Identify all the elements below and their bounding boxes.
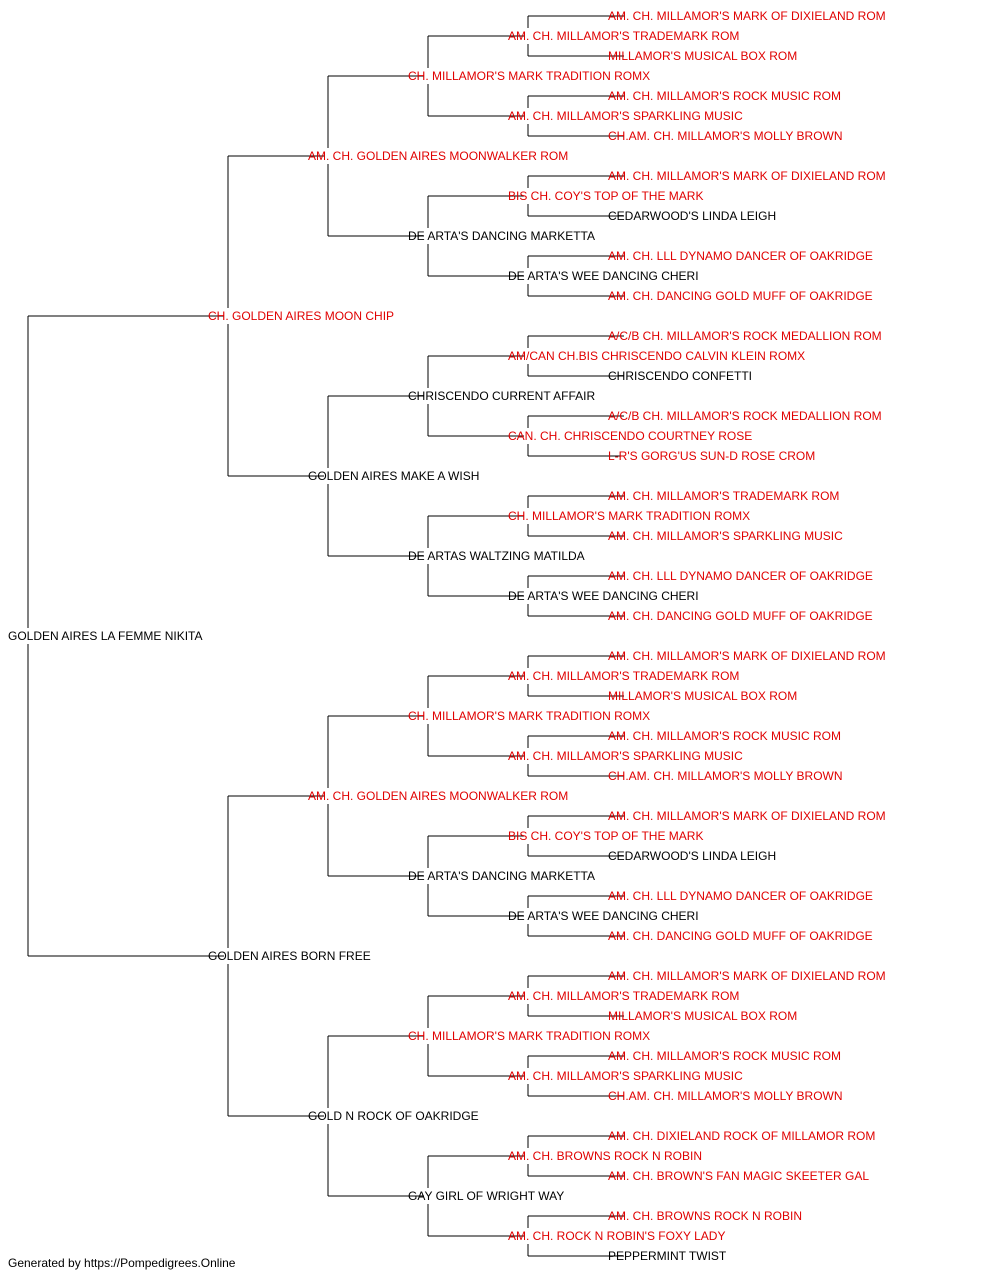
ancestor-name: AM. CH. MILLAMOR'S ROCK MUSIC ROM [608,729,841,743]
ancestor-name: MILLAMOR'S MUSICAL BOX ROM [608,1009,797,1023]
ancestor-name: AM. CH. LLL DYNAMO DANCER OF OAKRIDGE [608,569,873,583]
ancestor-name: AM. CH. BROWNS ROCK N ROBIN [608,1209,802,1223]
ancestor-name: AM/CAN CH.BIS CHRISCENDO CALVIN KLEIN RO… [508,349,805,363]
ancestor-name: GOLDEN AIRES MAKE A WISH [308,469,479,483]
ancestor-name: AM. CH. GOLDEN AIRES MOONWALKER ROM [308,789,568,803]
pedigree-names: GOLDEN AIRES LA FEMME NIKITA CH. GOLDEN A… [8,9,886,1263]
ancestor-name: L-R'S GORG'US SUN-D ROSE CROM [608,449,815,463]
ancestor-name: BIS CH. COY'S TOP OF THE MARK [508,829,703,843]
ancestor-name: CH. MILLAMOR'S MARK TRADITION ROMX [408,709,650,723]
ancestor-name: AM. CH. MILLAMOR'S MARK OF DIXIELAND ROM [608,969,886,983]
ancestor-name: AM. CH. ROCK N ROBIN'S FOXY LADY [508,1229,725,1243]
ancestor-name: AM. CH. DANCING GOLD MUFF OF OAKRIDGE [608,929,873,943]
ancestor-name: AM. CH. MILLAMOR'S TRADEMARK ROM [608,489,839,503]
ancestor-name: GOLD N ROCK OF OAKRIDGE [308,1109,479,1123]
ancestor-name: CHRISCENDO CONFETTI [608,369,752,383]
ancestor-name: A/C/B CH. MILLAMOR'S ROCK MEDALLION ROM [608,409,882,423]
ancestor-name: AM. CH. MILLAMOR'S ROCK MUSIC ROM [608,1049,841,1063]
ancestor-name: DE ARTA'S DANCING MARKETTA [408,869,595,883]
ancestor-name: DE ARTA'S WEE DANCING CHERI [508,909,699,923]
ancestor-name: DE ARTAS WALTZING MATILDA [408,549,585,563]
ancestor-name: CEDARWOOD'S LINDA LEIGH [608,849,776,863]
ancestor-name: MILLAMOR'S MUSICAL BOX ROM [608,49,797,63]
subject-dog-name: GOLDEN AIRES LA FEMME NIKITA [8,629,203,643]
ancestor-name: AM. CH. DANCING GOLD MUFF OF OAKRIDGE [608,609,873,623]
ancestor-name: BIS CH. COY'S TOP OF THE MARK [508,189,703,203]
ancestor-name: AM. CH. MILLAMOR'S MARK OF DIXIELAND ROM [608,649,886,663]
ancestor-name: MILLAMOR'S MUSICAL BOX ROM [608,689,797,703]
ancestor-name: AM. CH. MILLAMOR'S TRADEMARK ROM [508,989,739,1003]
ancestor-name: PEPPERMINT TWIST [608,1249,727,1263]
ancestor-name: CAN. CH. CHRISCENDO COURTNEY ROSE [508,429,752,443]
pedigree-connectors [27,15,624,1257]
ancestor-name: AM. CH. MILLAMOR'S SPARKLING MUSIC [508,1069,743,1083]
ancestor-name: DE ARTA'S WEE DANCING CHERI [508,589,699,603]
ancestor-name: AM. CH. GOLDEN AIRES MOONWALKER ROM [308,149,568,163]
ancestor-name: CH.AM. CH. MILLAMOR'S MOLLY BROWN [608,1089,843,1103]
ancestor-name: AM. CH. DIXIELAND ROCK OF MILLAMOR ROM [608,1129,875,1143]
ancestor-name: AM. CH. BROWN'S FAN MAGIC SKEETER GAL [608,1169,869,1183]
ancestor-name: AM. CH. LLL DYNAMO DANCER OF OAKRIDGE [608,249,873,263]
ancestor-name: CH.AM. CH. MILLAMOR'S MOLLY BROWN [608,769,843,783]
ancestor-name: CH. MILLAMOR'S MARK TRADITION ROMX [508,509,750,523]
ancestor-name: AM. CH. DANCING GOLD MUFF OF OAKRIDGE [608,289,873,303]
ancestor-name: AM. CH. MILLAMOR'S MARK OF DIXIELAND ROM [608,809,886,823]
ancestor-name: CEDARWOOD'S LINDA LEIGH [608,209,776,223]
ancestor-name: A/C/B CH. MILLAMOR'S ROCK MEDALLION ROM [608,329,882,343]
ancestor-name: AM. CH. MILLAMOR'S MARK OF DIXIELAND ROM [608,9,886,23]
ancestor-name: CH. MILLAMOR'S MARK TRADITION ROMX [408,1029,650,1043]
ancestor-name: AM. CH. MILLAMOR'S SPARKLING MUSIC [508,749,743,763]
ancestor-name: AM. CH. BROWNS ROCK N ROBIN [508,1149,702,1163]
ancestor-name: AM. CH. LLL DYNAMO DANCER OF OAKRIDGE [608,889,873,903]
ancestor-name: CH. MILLAMOR'S MARK TRADITION ROMX [408,69,650,83]
ancestor-name: CH. GOLDEN AIRES MOON CHIP [208,309,394,323]
ancestor-name: AM. CH. MILLAMOR'S ROCK MUSIC ROM [608,89,841,103]
ancestor-name: AM. CH. MILLAMOR'S TRADEMARK ROM [508,29,739,43]
ancestor-name: DE ARTA'S DANCING MARKETTA [408,229,595,243]
ancestor-name: CH.AM. CH. MILLAMOR'S MOLLY BROWN [608,129,843,143]
ancestor-name: DE ARTA'S WEE DANCING CHERI [508,269,699,283]
ancestor-name: AM. CH. MILLAMOR'S SPARKLING MUSIC [608,529,843,543]
ancestor-name: GOLDEN AIRES BORN FREE [208,949,371,963]
ancestor-name: AM. CH. MILLAMOR'S TRADEMARK ROM [508,669,739,683]
generator-credit: Generated by https://Pompedigrees.Online [8,1256,236,1270]
ancestor-name: GAY GIRL OF WRIGHT WAY [408,1189,564,1203]
ancestor-name: CHRISCENDO CURRENT AFFAIR [408,389,595,403]
ancestor-name: AM. CH. MILLAMOR'S SPARKLING MUSIC [508,109,743,123]
ancestor-name: AM. CH. MILLAMOR'S MARK OF DIXIELAND ROM [608,169,886,183]
